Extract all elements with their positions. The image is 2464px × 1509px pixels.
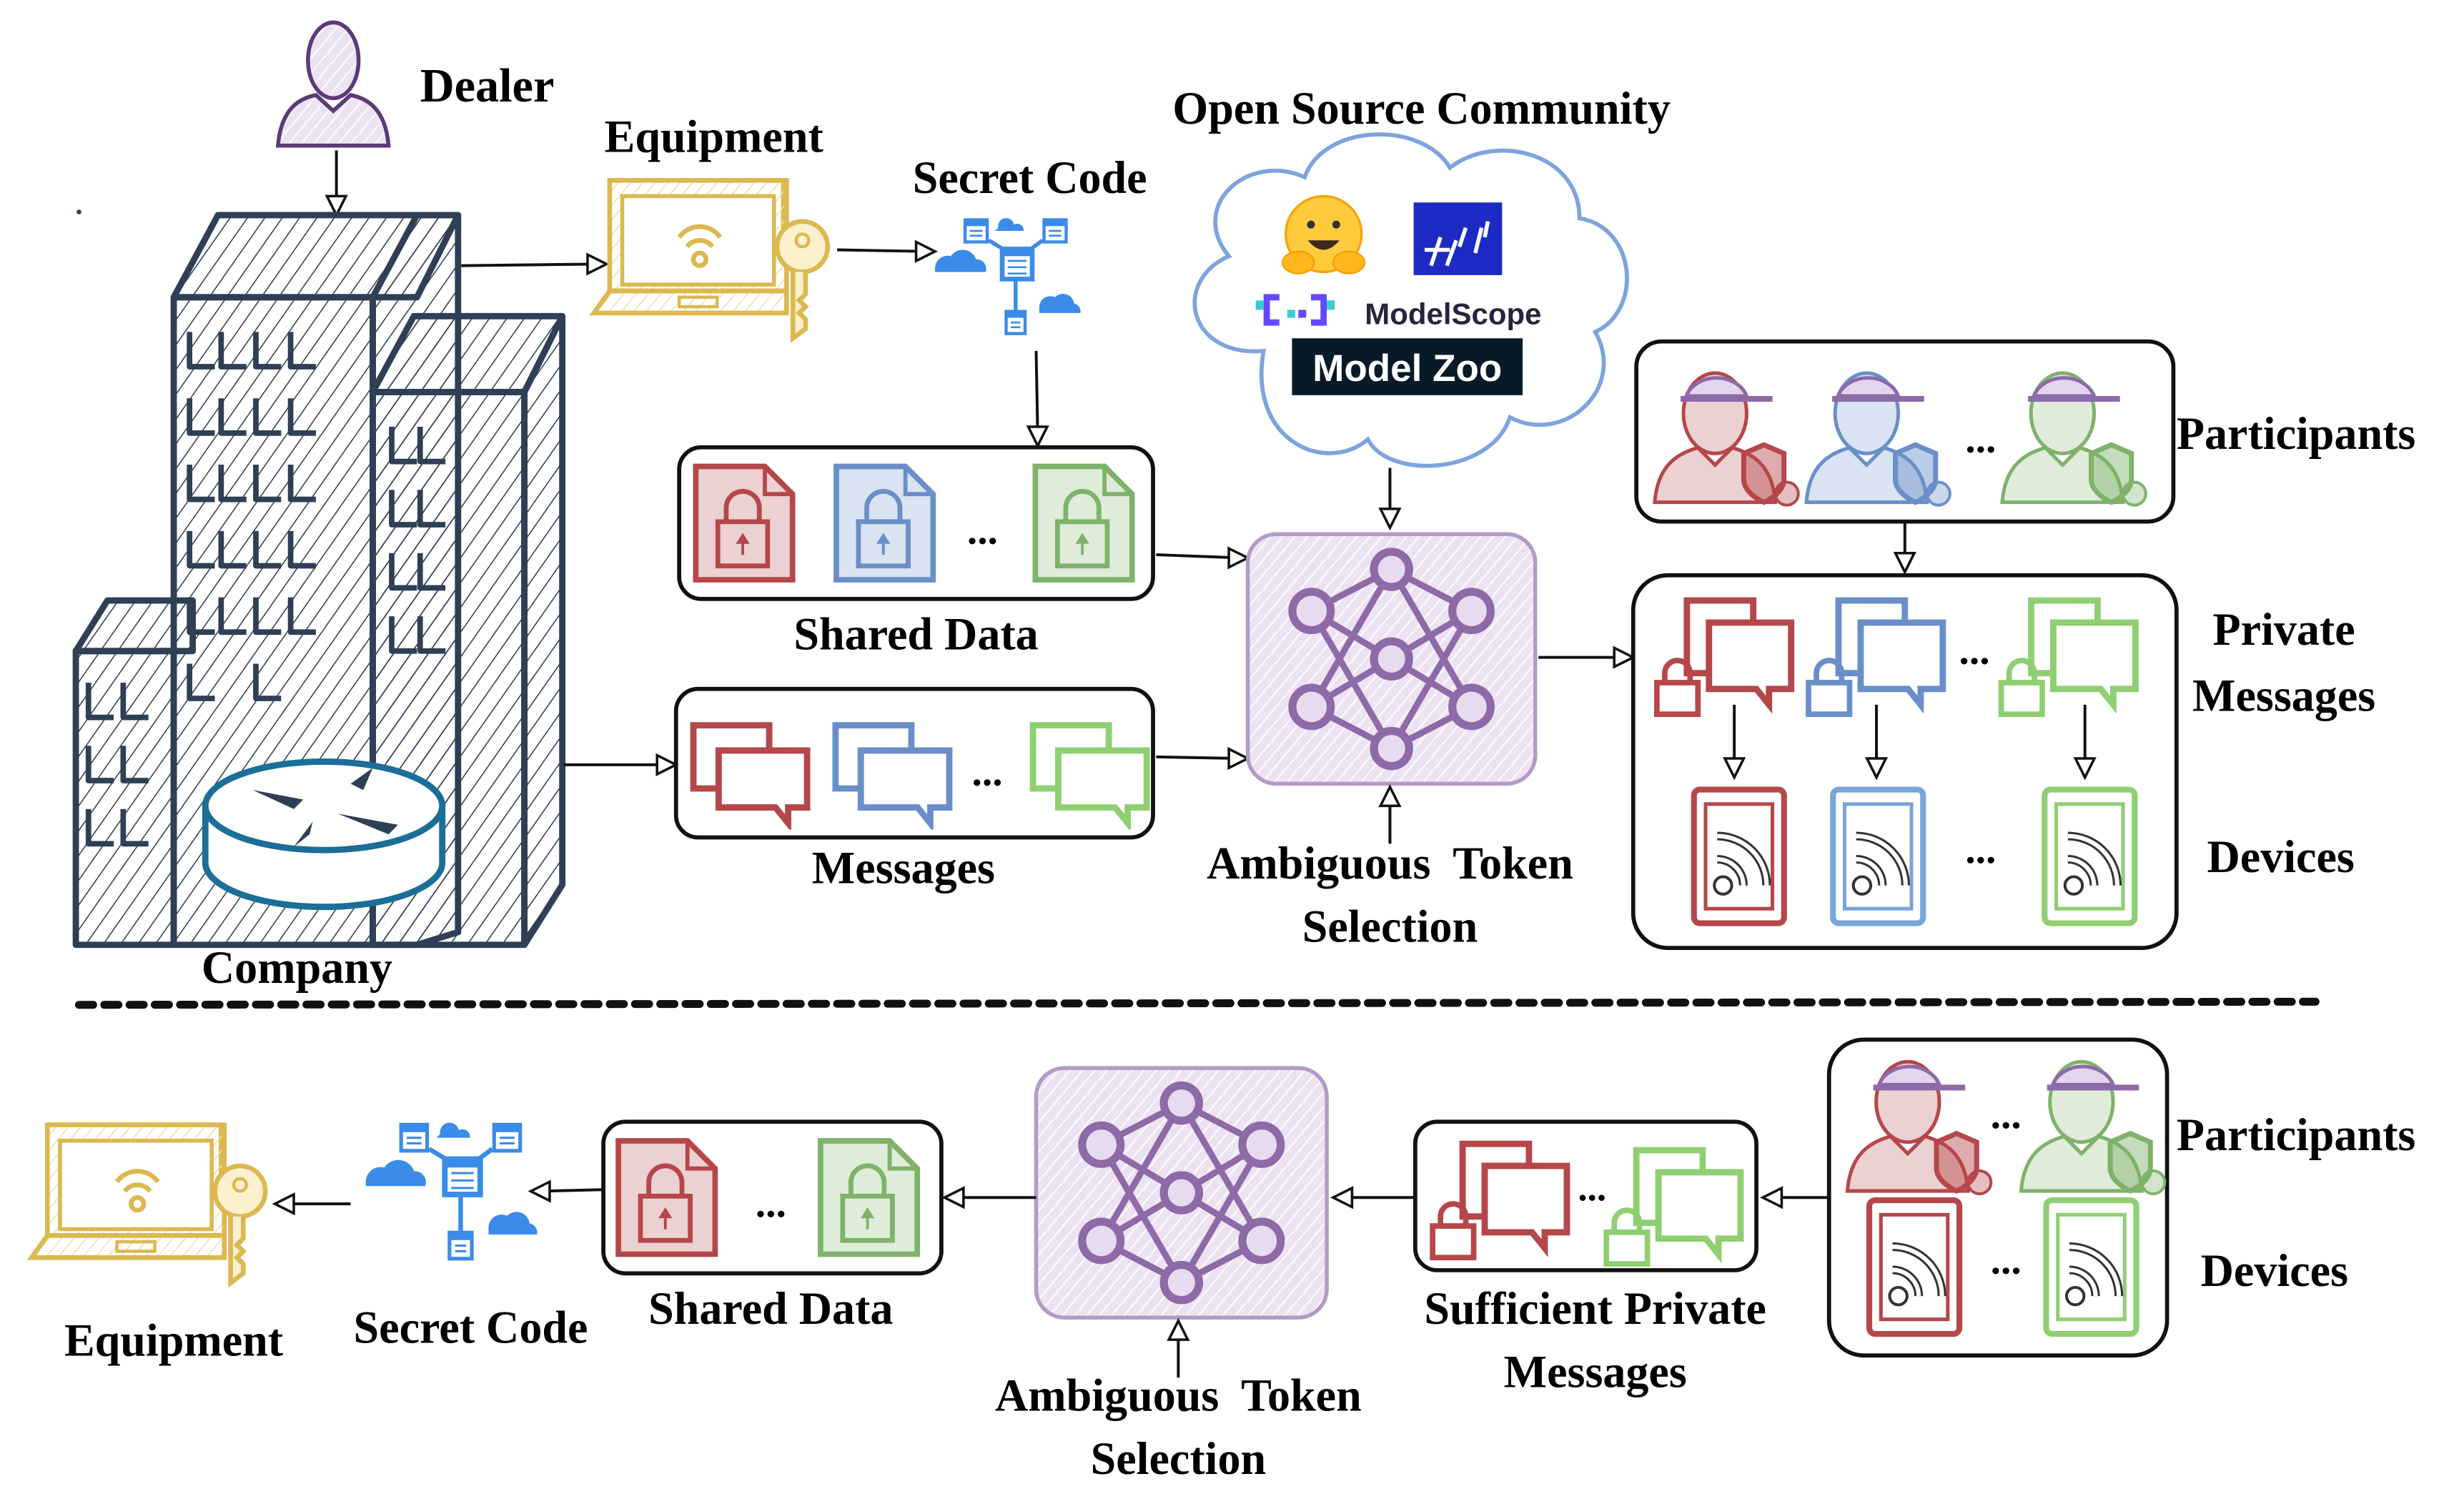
arrow-company-equipment: [461, 252, 610, 276]
ellipsis: ...: [756, 1181, 786, 1226]
svg-text:ModelScope: ModelScope: [1365, 297, 1541, 330]
arrow-secret-equipment: [272, 1192, 351, 1216]
svg-text:Model Zoo: Model Zoo: [1312, 347, 1502, 390]
ellipsis: ...: [1959, 628, 1989, 673]
ellipsis: ...: [971, 750, 1002, 795]
arrow-participants-private: [1893, 521, 1916, 575]
ellipsis: ...: [1991, 1092, 2022, 1137]
company-label: Company: [202, 942, 392, 993]
arrow-secret-shared: [1026, 350, 1049, 449]
open-source-label: Open Source Community: [1172, 83, 1670, 134]
shared-data-group: ... Shared Data: [677, 445, 1155, 660]
arrows-private-devices: [1723, 704, 2097, 781]
model-zoo-logo: Model Zoo: [1292, 338, 1523, 395]
equipment-node: Equipment: [594, 112, 828, 339]
arrow-equipment-secret: [837, 239, 939, 263]
secret-code-node: Secret Code: [913, 152, 1147, 335]
arrow-messages-model: [1156, 746, 1251, 771]
paddle-logo: [1413, 202, 1503, 275]
private-messages-label-line1: Private: [2213, 604, 2355, 655]
locked-document-icon: [696, 467, 792, 580]
private-messages-label-line2: Messages: [2192, 671, 2375, 721]
model-label-line1: Ambiguous Token: [1207, 838, 1573, 889]
participants-group: ... Participants: [1634, 339, 2416, 524]
section-divider: [74, 997, 2320, 1009]
model-node: Ambiguous Token Selection: [1207, 532, 1573, 951]
bottom-equipment-node: Equipment: [31, 1125, 284, 1365]
arrow-shared-secret: [528, 1179, 604, 1203]
model-label-line2: Selection: [1302, 901, 1478, 951]
device-icon: [2047, 1200, 2137, 1334]
ellipsis: ...: [1965, 416, 1996, 461]
arrow-sufficient-model: [1330, 1186, 1415, 1209]
participants-label: Participants: [2177, 408, 2416, 459]
locked-document-icon: [821, 1141, 917, 1255]
device-icon: [1869, 1200, 1959, 1334]
messages-label: Messages: [812, 843, 995, 894]
device-icon: [1694, 790, 1784, 924]
sufficient-label-line1: Sufficient Private: [1424, 1283, 1766, 1334]
arrow-shared-model: [1156, 546, 1251, 570]
bottom-participants-label: Participants: [2177, 1109, 2416, 1160]
ellipsis: ...: [1965, 827, 1996, 872]
arrow-cloud-model: [1378, 467, 1402, 531]
company-node: Company: [72, 212, 566, 993]
dealer-node: Dealer: [275, 20, 555, 148]
huggingface-logo: [1282, 194, 1366, 274]
stray-dot: [76, 209, 81, 214]
messages-group: ... Messages: [673, 686, 1155, 894]
locked-document-icon: [836, 467, 933, 580]
device-icon: [1833, 790, 1923, 924]
bottom-secret-code-label: Secret Code: [354, 1302, 588, 1353]
modelscope-logo: ModelScope: [1255, 294, 1541, 330]
equipment-label: Equipment: [605, 112, 824, 162]
arrow-participants-sufficient: [1759, 1186, 1829, 1209]
bottom-equipment-label: Equipment: [64, 1315, 284, 1365]
bottom-shared-data-group: ... Shared Data: [601, 1119, 944, 1334]
router-icon: [202, 758, 446, 911]
bottom-shared-data-label: Shared Data: [648, 1283, 893, 1334]
locked-document-icon: [1035, 467, 1132, 580]
device-icon: [2044, 790, 2134, 924]
arrow-dealer-company: [325, 150, 348, 218]
dealer-label: Dealer: [420, 60, 555, 112]
locked-document-icon: [618, 1141, 715, 1255]
bottom-model-label-line1: Ambiguous Token: [995, 1370, 1362, 1421]
sufficient-private-messages-group: ... Sufficient Private Messages: [1412, 1119, 1766, 1397]
arrow-model-private: [1538, 645, 1636, 669]
laptop-key-icon: [594, 180, 828, 338]
laptop-key-icon: [31, 1125, 265, 1283]
sufficient-label-line2: Messages: [1504, 1346, 1687, 1397]
bottom-secret-code-node: Secret Code: [354, 1123, 588, 1353]
bottom-devices-label: Devices: [2201, 1245, 2348, 1296]
bottom-model-label-line2: Selection: [1091, 1433, 1267, 1484]
dealer-icon: [275, 20, 391, 148]
devices-label: Devices: [2207, 831, 2355, 882]
ellipsis: ...: [1578, 1168, 1606, 1209]
ellipsis: ...: [967, 508, 998, 553]
bottom-participants-devices-group: ... ... Participants Devices: [1826, 1037, 2416, 1358]
arrow-model-shared: [941, 1186, 1036, 1209]
ellipsis: ...: [1991, 1237, 2022, 1282]
private-messages-devices-group: ... ... Private Messages Devices: [1631, 573, 2375, 951]
open-source-community: Open Source Community ModelScope Model Z…: [1172, 83, 1671, 468]
network-cloud-icon: [935, 218, 1081, 335]
bottom-model-node: Ambiguous Token Selection: [995, 1066, 1362, 1484]
arrow-company-messages: [563, 753, 679, 776]
network-cloud-icon: [366, 1123, 538, 1261]
shared-data-label: Shared Data: [793, 609, 1038, 660]
secret-code-label: Secret Code: [913, 152, 1147, 203]
